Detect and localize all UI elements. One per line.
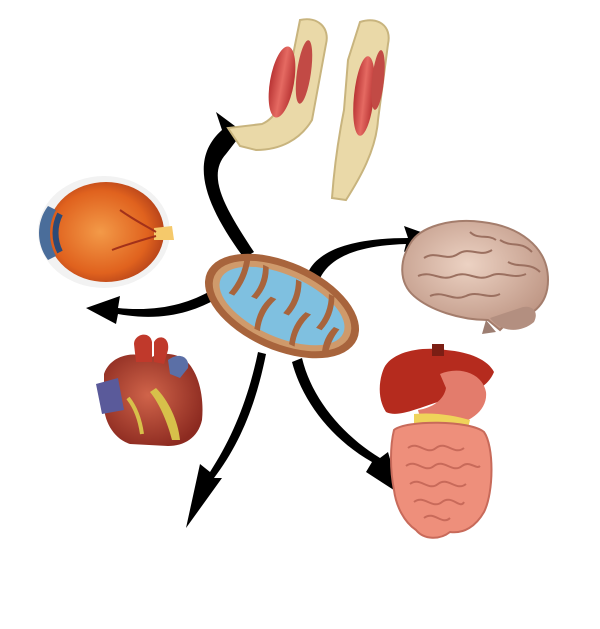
arrow-to-brain [304, 226, 432, 298]
eye-icon [38, 176, 174, 288]
arm-muscle-icon [226, 18, 390, 202]
arrow-to-eye [86, 290, 218, 324]
arrow-to-heart [186, 352, 266, 528]
arrow-to-muscle [203, 112, 254, 258]
mitochondrion-icon [204, 253, 360, 359]
brain-icon [401, 220, 550, 334]
heart-icon [96, 334, 203, 446]
digestive-system-icon [379, 344, 494, 539]
arrow-to-digestive [292, 358, 400, 494]
